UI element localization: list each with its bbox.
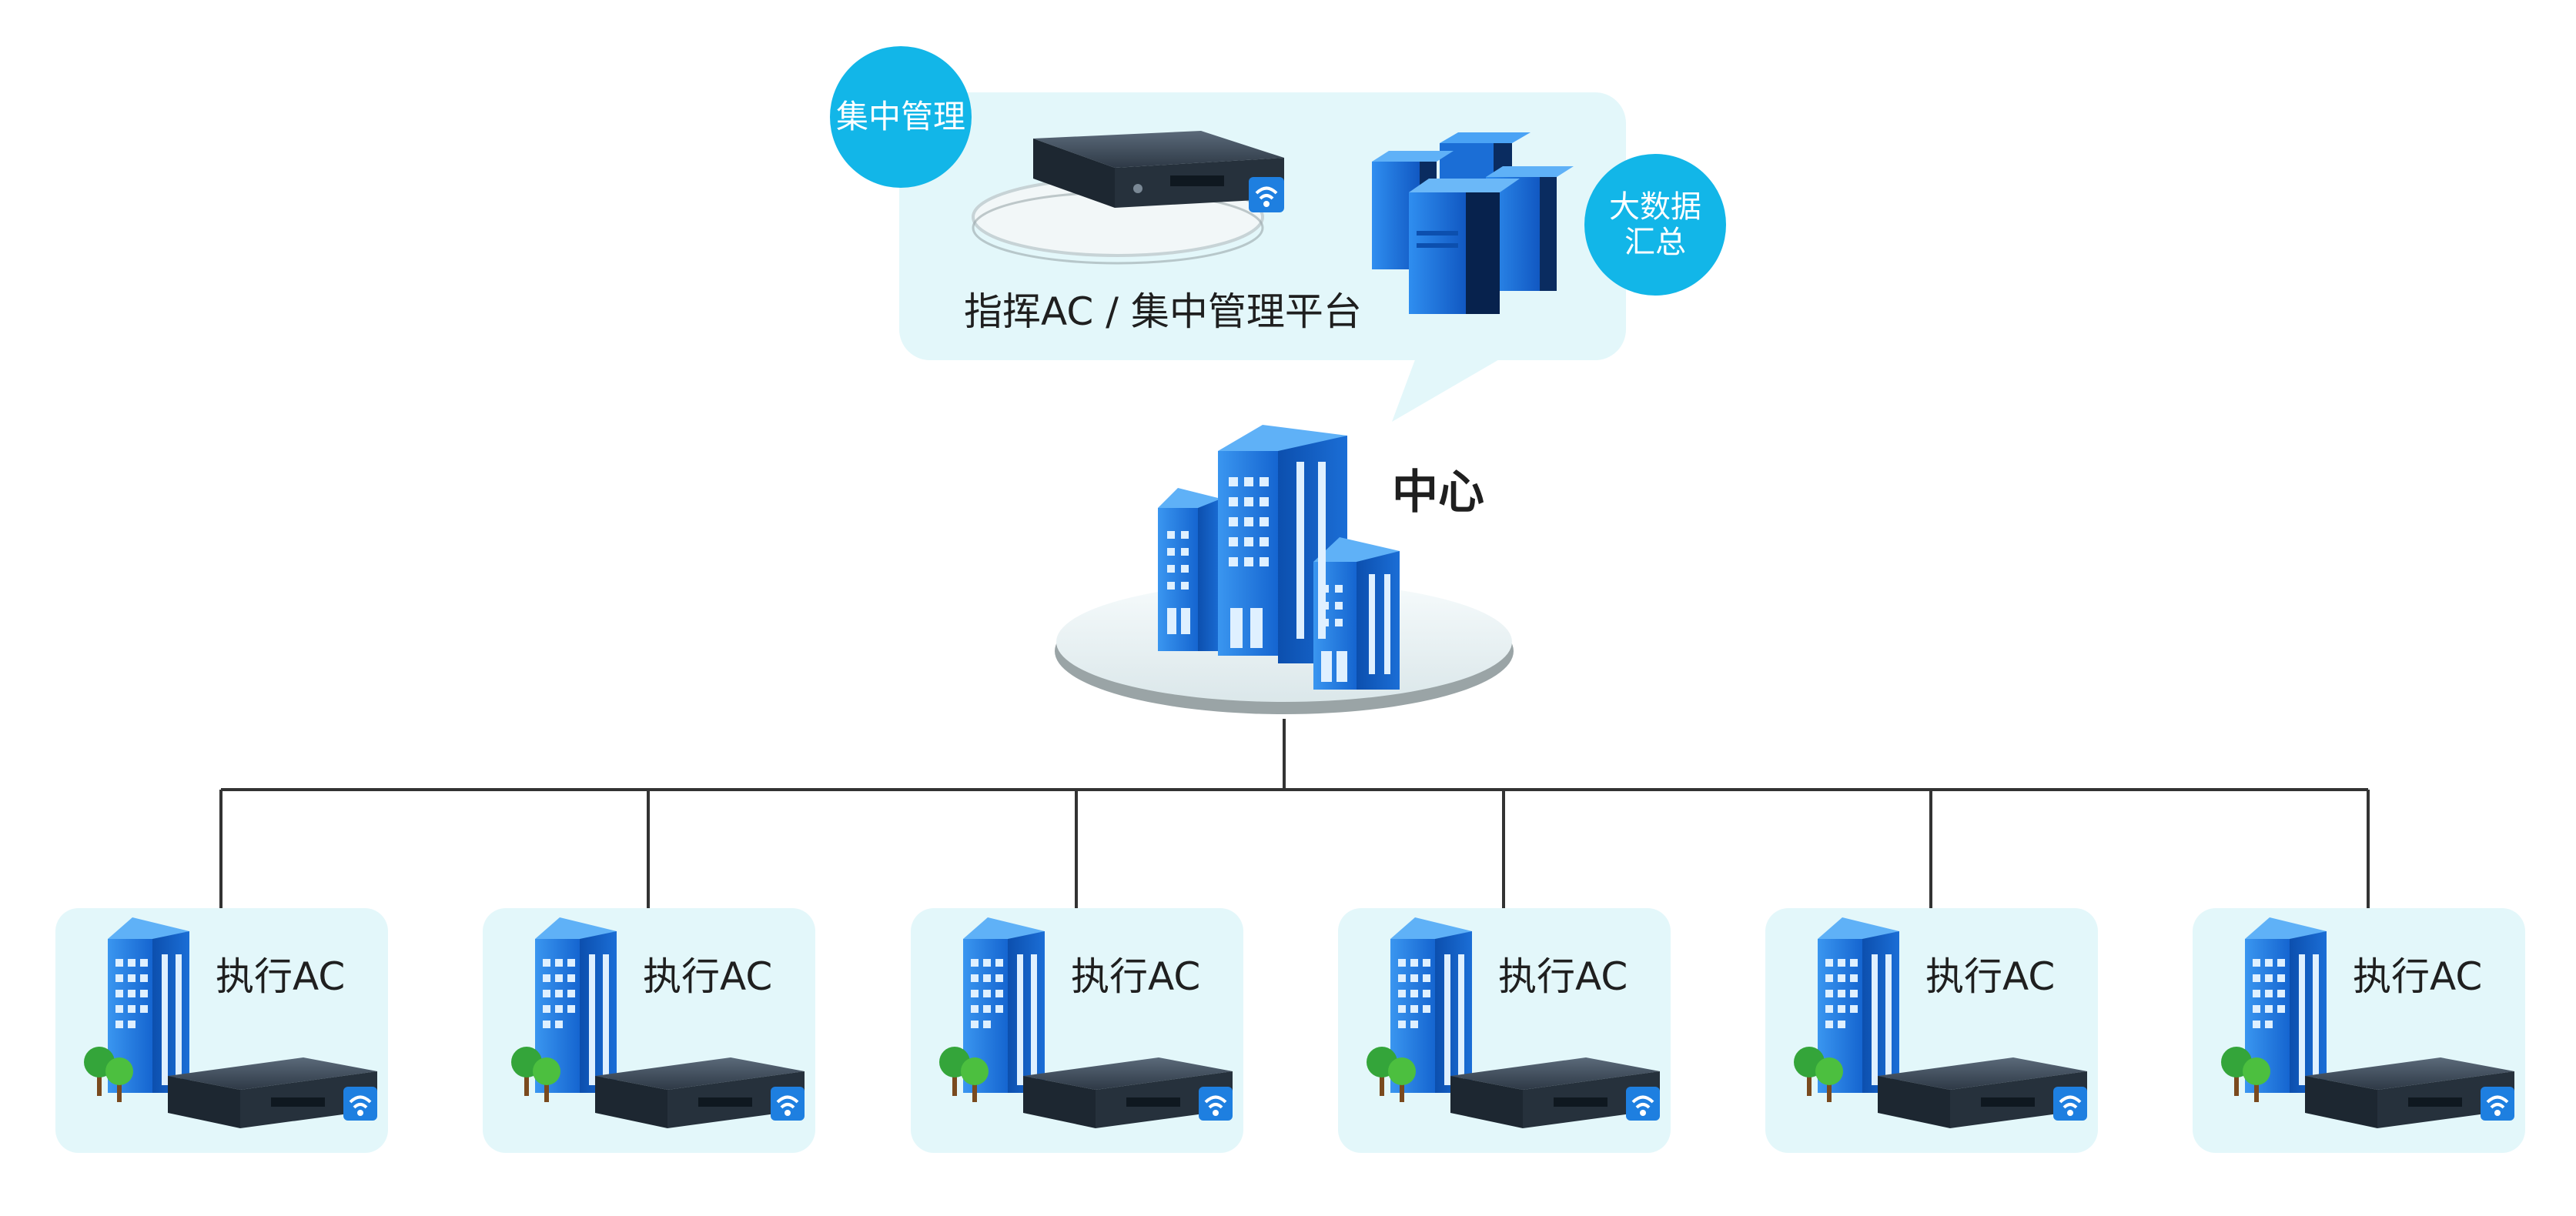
branch-label: 执行AC <box>2353 954 2483 999</box>
branch-label: 执行AC <box>643 954 773 999</box>
center-label: 中心 <box>1392 466 1484 519</box>
tree-icon <box>939 1047 989 1102</box>
hub-platform-label: 指挥AC / 集中管理平台 <box>964 289 1362 334</box>
server-cluster-icon <box>1372 132 1574 314</box>
tree-icon <box>1367 1047 1416 1102</box>
tree-icon <box>84 1047 133 1102</box>
connector-lines <box>219 719 2370 908</box>
branch-label: 执行AC <box>1071 954 1201 999</box>
branch-card <box>1765 908 2098 1153</box>
execution-ac-device-icon <box>2305 1057 2514 1128</box>
branch-card <box>2193 908 2525 1153</box>
badge-left-text: 集中管理 <box>835 97 965 135</box>
branch-card <box>911 908 1243 1153</box>
center-buildings-icon <box>1055 425 1514 714</box>
execution-ac-device-icon <box>1450 1057 1660 1128</box>
branch-building-icon <box>1390 917 1472 1093</box>
branch-building-icon <box>963 917 1045 1093</box>
badge-left-label: 集中管理 <box>830 46 972 188</box>
branch-card <box>483 908 815 1153</box>
branch-label: 执行AC <box>1925 954 2056 999</box>
badge-right-text-line2: 汇总 <box>1624 225 1686 260</box>
tree-icon <box>511 1047 560 1102</box>
branch-building-icon <box>1818 917 1899 1093</box>
tree-icon <box>2221 1047 2270 1102</box>
branch-label: 执行AC <box>216 954 346 999</box>
execution-ac-device-icon <box>1878 1057 2087 1128</box>
command-ac-device-icon <box>972 131 1284 265</box>
badge-right-text-line1: 大数据 <box>1609 189 1701 225</box>
tree-icon <box>1794 1047 1843 1102</box>
execution-ac-device-icon <box>1023 1057 1233 1128</box>
branch-card <box>1338 908 1671 1153</box>
badge-right-label: 大数据 汇总 <box>1584 154 1726 296</box>
branch-label: 执行AC <box>1498 954 1628 999</box>
badge-centralized-mgmt <box>830 46 972 188</box>
branch-card <box>55 908 388 1153</box>
execution-ac-device-icon <box>595 1057 805 1128</box>
execution-ac-device-icon <box>168 1057 377 1128</box>
badge-big-data <box>1584 154 1726 296</box>
